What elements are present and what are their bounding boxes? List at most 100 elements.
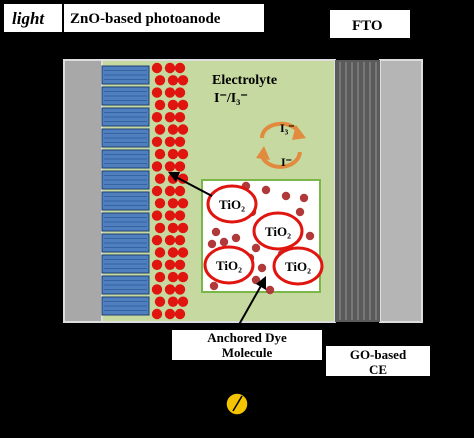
dye-molecule-dot [174, 284, 186, 295]
dye-molecule-dot [174, 161, 186, 172]
inset-dye-dots [207, 181, 315, 295]
dye-molecule-dot [151, 210, 163, 221]
dye-molecule-dot [164, 284, 176, 295]
dye-molecule-dot [164, 259, 176, 270]
inset-dye-dot [299, 193, 309, 203]
dye-molecule-dot [177, 296, 189, 307]
dye-label-box [172, 330, 322, 360]
inset-dye-dot [265, 285, 275, 295]
tio2-particle-1: TiO₂ [206, 184, 258, 224]
dye-molecule-dot [174, 87, 186, 98]
dye-molecule-dot [177, 99, 189, 111]
dye-molecule-dot [174, 136, 186, 147]
dye-molecule-dot [154, 271, 166, 283]
tio2-label-2: TiO₂ [265, 224, 291, 239]
dye-molecule-dot [177, 247, 189, 258]
inset-dye-dot [219, 237, 229, 247]
dye-molecule-dot [177, 75, 189, 86]
dye-molecule-dot [151, 235, 163, 246]
photoanode-label-box [64, 4, 264, 32]
dye-label-line1: Anchored Dye [207, 330, 287, 345]
right-glass-substrate [379, 59, 423, 323]
inset-dye-dot [231, 233, 241, 243]
left-glass-substrate [63, 59, 103, 323]
dye-molecule-dot [154, 247, 166, 258]
dye-molecule-dot [154, 124, 166, 135]
ce-label-line1: GO-based [350, 347, 407, 362]
tio2-particle-2: TiO₂ [252, 211, 304, 251]
dye-molecule-dot [164, 87, 176, 98]
dye-molecule-column [151, 62, 189, 320]
inset-dye-dot [261, 185, 271, 195]
dye-molecule-dot [174, 185, 186, 197]
tio2-particle-4: TiO₂ [272, 246, 324, 286]
fto-stripes [339, 62, 377, 320]
zno-nanostructure-stack [101, 65, 150, 316]
dye-molecule-dot [174, 259, 186, 270]
dye-molecule-dot [167, 124, 179, 135]
dye-molecule-dot [151, 87, 163, 98]
zoom-pointer-arrow [168, 172, 213, 197]
dye-molecule-dot [167, 198, 179, 209]
i-minus-label: I⁻ [281, 155, 292, 169]
inset-dye-dot [209, 281, 219, 291]
dye-molecule-dot [154, 148, 166, 160]
tio2-label-4: TiO₂ [285, 259, 311, 274]
fto-label-box [330, 10, 410, 38]
dye-molecule-dot [164, 136, 176, 147]
i3-label: I₃⁻ [280, 121, 295, 135]
dye-molecule-dot [177, 124, 189, 135]
dye-molecule-dot [174, 112, 186, 123]
redox-cycle-arrows-icon [256, 121, 306, 169]
redox-pair-label: I⁻/I₃⁻ [214, 91, 248, 106]
dye-molecule-dot [154, 99, 166, 111]
inset-dye-dot [207, 239, 217, 249]
dye-molecule-dot [164, 308, 176, 320]
dye-molecule-dot [151, 62, 163, 74]
dye-pointer-arrow [235, 276, 266, 331]
dye-molecule-dot [151, 284, 163, 295]
dye-molecule-dot [164, 112, 176, 123]
dye-molecule-dot [154, 296, 166, 307]
dye-molecule-dot [154, 75, 166, 86]
dye-molecule-dot [154, 222, 166, 234]
dye-molecule-dot [154, 198, 166, 209]
dye-molecule-dot [164, 235, 176, 246]
dye-molecule-dot [167, 99, 179, 111]
tio2-particle-3: TiO₂ [203, 245, 255, 285]
dye-molecule-dot [174, 308, 186, 320]
dye-molecule-dot [177, 198, 189, 209]
dye-molecule-dot [151, 112, 163, 123]
inset-dye-dot [257, 263, 267, 273]
dye-molecule-dot [177, 222, 189, 234]
light-label-box [4, 4, 62, 32]
inset-dye-dot [295, 207, 305, 217]
dye-molecule-dot [154, 173, 166, 184]
dye-molecule-dot [177, 148, 189, 160]
dye-molecule-dot [151, 259, 163, 270]
dye-molecule-dot [151, 136, 163, 147]
dye-molecule-dot [164, 185, 176, 197]
dye-molecule-dot [164, 62, 176, 74]
fto-label: FTO [352, 18, 383, 34]
electrolyte-label: Electrolyte [212, 73, 277, 88]
dye-molecule-dot [167, 75, 179, 86]
dye-molecule-dot [174, 62, 186, 74]
dye-molecule-dot [174, 235, 186, 246]
tio2-label-3: TiO₂ [216, 258, 242, 273]
inset-dye-dot [305, 231, 315, 241]
ce-label-line2: CE [369, 362, 387, 377]
dye-molecule-dot [174, 210, 186, 221]
inset-dye-dot [281, 191, 291, 201]
dye-molecule-dot [164, 161, 176, 172]
dye-molecule-dot [151, 161, 163, 172]
dye-label-line2: Molecule [222, 345, 273, 360]
dye-molecule-dot [151, 308, 163, 320]
dye-molecule-dot [167, 247, 179, 258]
photoanode-label: ZnO-based photoanode [70, 11, 221, 27]
dye-molecule-dot [164, 210, 176, 221]
dye-molecule-dot [167, 296, 179, 307]
light-label: light [12, 9, 45, 28]
